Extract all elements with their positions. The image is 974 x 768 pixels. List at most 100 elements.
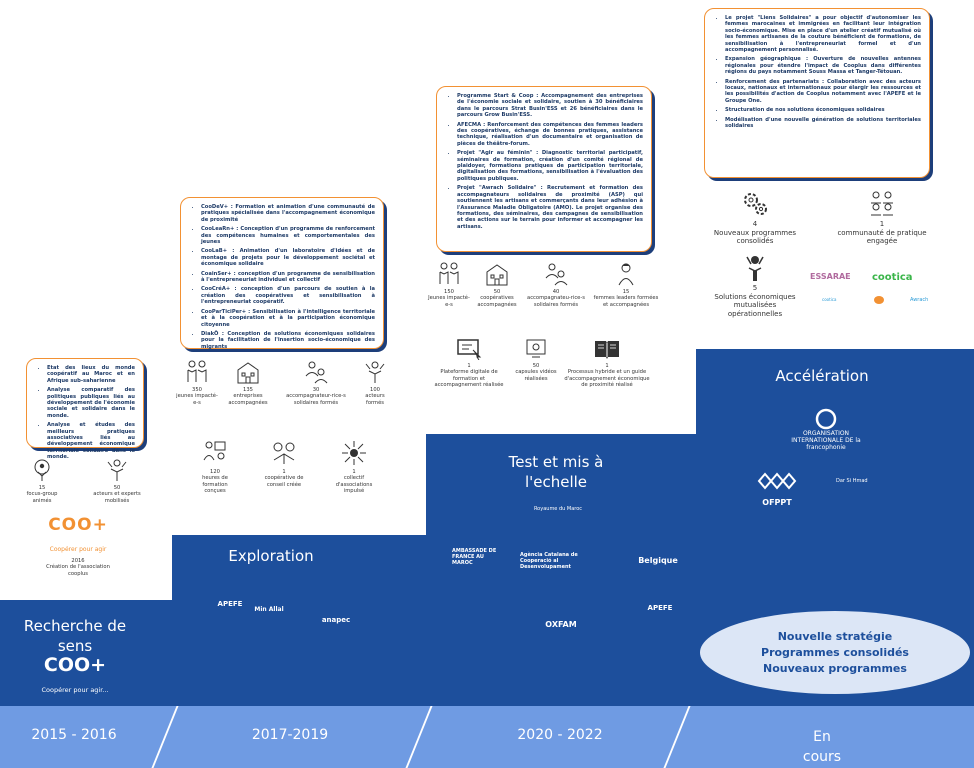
recherche-bullet: Etat des lieux du monde coopératif au Ma… bbox=[47, 365, 135, 384]
stat-community: 1 communauté de pratique engagée bbox=[834, 190, 930, 246]
test-bullet: Projet "Agir au féminin" : Diagnostic te… bbox=[457, 150, 643, 182]
building-icon bbox=[237, 362, 259, 384]
strategy-line: Programmes consolidés bbox=[761, 645, 909, 659]
acceleration-bullet: Renforcement des partenariats : Collabor… bbox=[725, 79, 921, 105]
orange-brand-mark bbox=[874, 296, 884, 304]
acceleration-bullet: Expansion géographique : Ouverture de no… bbox=[725, 56, 921, 75]
stat-solutions: 5 Solutions économiques mutualisées opér… bbox=[708, 254, 802, 318]
min-allal-logo: Min Allal bbox=[254, 606, 284, 613]
stat-focus-group: 15 focus-group animés bbox=[20, 458, 64, 504]
francophonie-mark-icon bbox=[815, 408, 837, 430]
stat-training-hours: 120 heures de formation conçues bbox=[192, 440, 238, 495]
phase-title-exploration: Exploration bbox=[228, 547, 314, 565]
period-2017-2019: 2017-2019 bbox=[251, 727, 329, 743]
cooperative-icon bbox=[273, 442, 295, 464]
acceleration-bullet: Le projet "Liens Solidaires" a pour obje… bbox=[725, 15, 921, 53]
solutions-icon bbox=[746, 256, 764, 281]
acceleration-info-box: Le projet "Liens Solidaires" a pour obje… bbox=[704, 8, 930, 178]
royaume-maroc-logo: Royaume du Maroc bbox=[533, 506, 583, 512]
francophonie-logo: ORGANISATION INTERNATIONALE DE la franco… bbox=[782, 408, 870, 451]
period-en-cours: En cours bbox=[802, 729, 842, 765]
cooplus-logo: COO+ bbox=[48, 515, 108, 535]
ofppt-logo: OFPPT bbox=[754, 472, 800, 509]
stat-enterprises: 135 entreprises accompagnées bbox=[222, 360, 274, 406]
apefe-logo: APEFE bbox=[647, 604, 673, 612]
video-icon bbox=[526, 339, 546, 358]
stat-advisors: 30 accompagnateur-rice-s solidaires form… bbox=[282, 360, 350, 406]
youth-icon bbox=[187, 360, 207, 382]
network-icon bbox=[342, 441, 366, 465]
acceleration-bullet: Structuration de nos solutions économiqu… bbox=[725, 107, 921, 113]
actors-icon bbox=[365, 361, 385, 383]
exploration-bullet: CooLeaRn+ : Conception d'un programme de… bbox=[201, 226, 375, 245]
stat-actors-trained: 100 acteurs formés bbox=[358, 360, 392, 406]
exploration-bullet: DiakÔ : Conception de solutions économiq… bbox=[201, 331, 375, 350]
recherche-info-box: Etat des lieux du monde coopératif au Ma… bbox=[26, 358, 144, 460]
creation-tagline: Coopérer pour agir bbox=[49, 546, 107, 553]
book-icon bbox=[595, 341, 619, 359]
youth-icon bbox=[439, 262, 459, 284]
gears-icon bbox=[744, 193, 767, 215]
strategy-ellipse: Nouvelle stratégie Programmes consolidés… bbox=[700, 611, 970, 694]
step-recherche bbox=[0, 600, 174, 706]
advisor-icon bbox=[545, 263, 568, 286]
strategy-line: Nouveaux programmes bbox=[763, 661, 907, 675]
exploration-bullet: CooCréA+ : conception d'un parcours de s… bbox=[201, 286, 375, 305]
exploration-bullet: CoainSer+ : conception d'un programme de… bbox=[201, 271, 375, 284]
strategy-line: Nouvelle stratégie bbox=[777, 629, 893, 643]
cootica-brand: cootica bbox=[872, 272, 913, 283]
phase-title-recherche: Recherche de sens bbox=[23, 617, 127, 655]
stat-guide: 1 Processus hybride et un guide d'accomp… bbox=[562, 338, 652, 389]
cooplus-logo-white: COO+ bbox=[43, 654, 107, 676]
building-icon bbox=[486, 264, 508, 286]
platform-icon bbox=[457, 339, 482, 360]
stat-youth-test: 150 Jeunes impacté-e-s bbox=[428, 262, 470, 308]
phase-title-acceleration: Accélération bbox=[775, 367, 869, 385]
apefe-logo: APEFE bbox=[217, 600, 243, 608]
anapec-logo: anapec bbox=[321, 616, 351, 624]
awrach-brand: Awrach bbox=[910, 297, 929, 303]
test-info-box: Programme Start & Coop : Accompagnement … bbox=[436, 86, 652, 252]
step-exploration bbox=[172, 535, 428, 706]
stat-youth: 350 jeunes impacté-e-s bbox=[176, 360, 218, 406]
advisor-icon bbox=[305, 361, 328, 384]
exploration-bullet: CooLaB+ : Animation d'un laboratoire d'i… bbox=[201, 248, 375, 267]
stat-women-leaders: 15 femmes leaders formées et accompagnée… bbox=[592, 262, 660, 308]
stat-new-programs: 4 Nouveaux programmes consolidés bbox=[710, 190, 800, 246]
test-bullet: AFECMA : Renforcement des compétences de… bbox=[457, 122, 643, 148]
creation-logo: COO+ bbox=[48, 515, 108, 535]
dar-si-hmad-logo: Dar Si Hmad bbox=[836, 478, 868, 484]
stat-cooperative: 1 coopérative de conseil créée bbox=[262, 440, 306, 488]
creation-year: 2016 Création de l'association cooplus bbox=[46, 558, 110, 577]
ambassade-france-logo: AMBASSADE DE FRANCE AU MAROC bbox=[452, 548, 497, 566]
catalan-agency-logo: Agència Catalana de Cooperació al Desenv… bbox=[520, 552, 578, 570]
period-2020-2022: 2020 - 2022 bbox=[517, 727, 603, 743]
oxfam-logo: OXFAM bbox=[545, 620, 577, 629]
stat-coops-test: 50 coopératives accompagnées bbox=[474, 262, 520, 308]
step-test bbox=[426, 434, 698, 706]
stat-videos: 50 capsules vidéos réalisées bbox=[512, 338, 560, 382]
actors-icon bbox=[107, 459, 127, 481]
stat-collective: 1 collectif d'associations impulsé bbox=[330, 440, 378, 495]
acceleration-bullet: Modélisation d'une nouvelle génération d… bbox=[725, 117, 921, 130]
exploration-info-box: CooDeV+ : Formation et animation d'une c… bbox=[180, 197, 384, 350]
stat-actors: 50 acteurs et experts mobilisés bbox=[88, 458, 146, 504]
ofppt-mark-icon bbox=[757, 472, 797, 490]
cootica-small-brand: cootica bbox=[822, 297, 837, 302]
recherche-bullet: Analyse et études des meilleurs pratique… bbox=[47, 422, 135, 460]
test-bullet: Programme Start & Coop : Accompagnement … bbox=[457, 93, 643, 119]
stat-platform: 1 Plateforme digitale de formation et ac… bbox=[432, 338, 506, 389]
recherche-bullet: Analyse comparatif des politiques publiq… bbox=[47, 387, 135, 419]
focus-group-icon bbox=[34, 459, 50, 481]
essarae-brand: ESSARAE bbox=[810, 272, 851, 281]
training-icon bbox=[203, 441, 226, 461]
stat-advisors-test: 40 accompagnateu-rice-s solidaires formé… bbox=[524, 262, 588, 308]
community-icon bbox=[871, 191, 893, 216]
belgique-logo: Belgique bbox=[638, 556, 678, 565]
cooplus-tagline-white: Coopérer pour agir... bbox=[41, 686, 109, 694]
period-2015-2016: 2015 - 2016 bbox=[31, 727, 117, 743]
exploration-bullet: CooDeV+ : Formation et animation d'une c… bbox=[201, 204, 375, 223]
test-bullet: Projet "Awrach Solidaire" : Recrutement … bbox=[457, 185, 643, 230]
timeline-bar bbox=[0, 706, 974, 768]
phase-title-test: Test et mis à l'echelle bbox=[508, 453, 604, 491]
